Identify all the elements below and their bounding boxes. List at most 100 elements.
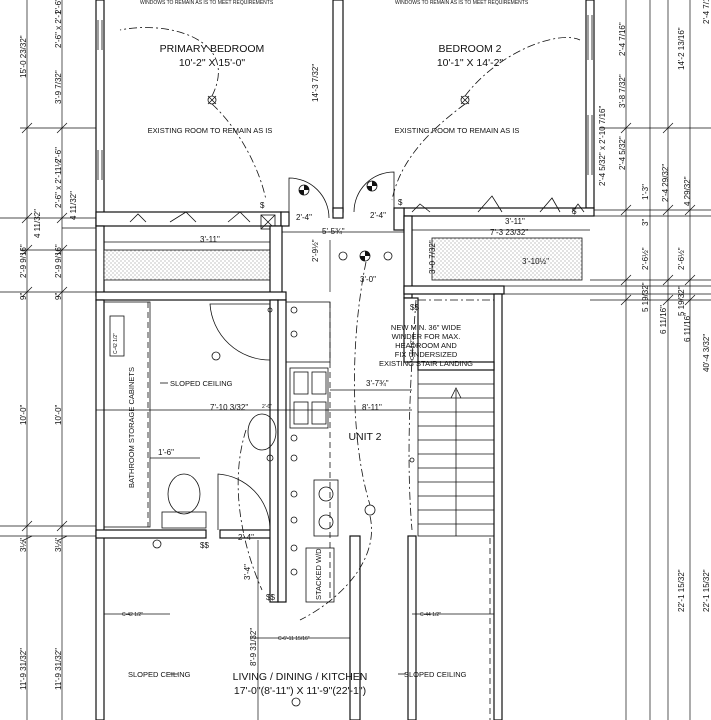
dim-right-12: 5 19/32" [641,282,650,312]
existing-room-note-1: EXISTING ROOM TO REMAIN AS IS [148,126,273,135]
existing-room-note-2: EXISTING ROOM TO REMAIN AS IS [395,126,520,135]
switch-symbol-3: $ [572,207,577,216]
dim-right-1: 2'-4 7/16" [618,22,627,56]
dim-3-7-3-4: 3'-7¾" [366,379,389,388]
dim-left-1: 2'-6" x 2'-1 [54,10,63,48]
ceiling-tag-living-right: C-44 1/2" [420,612,441,618]
stair-note-2: HEADROOM AND [395,341,457,350]
living-room-name: LIVING / DINING / KITCHEN [233,671,368,683]
dim-left-2: 15'-0 23/32" [19,35,28,78]
dim-left-9: 2'-9 9/16" [54,244,63,278]
dim-right-4: 2'-4 5/32" x 2'-10 7/16" [598,106,607,187]
bathroom-cabinets-label: BATHROOM STORAGE CABINETS [127,367,136,488]
dim-7-10: 7'-10 3/32" [210,403,248,412]
dim-right-17: 22'-1 15/32" [677,569,686,612]
primary-bedroom-size: 10'-2" X 15'-0" [179,57,246,69]
dim-left-11: 9" [54,293,63,300]
dim-right-16: 40'-4 3/32" [702,334,711,372]
right-dimension-strings: 2'-4 7/16 2'-4 7/16" 14'-2 13/16" 3'-8 7… [590,0,711,720]
stair-note-0: NEW MIN. 36" WIDE [391,323,461,332]
stair-note-1: WINDER FOR MAX. [392,332,461,341]
bath-outlet [266,454,274,462]
dim-left-14: 3½" [19,538,28,552]
dim-3-11-right: 3'-11" [505,217,525,226]
unit-walls [95,293,503,720]
bedroom-walls [95,0,595,231]
dim-left-16: 11'-9 31/32" [19,648,28,690]
unit-switch-leg-2 [299,515,372,621]
dim-left-4: 2'-6" [54,147,63,163]
dim-left-5: 2'-6" x 2'-11½" [54,157,63,208]
switch-kitchen: $$ [266,593,275,602]
kitchen-counter [285,301,339,603]
dim-left-17: 11'-9 31/32" [54,648,63,690]
dim-3-0: 3'-0" [360,275,376,284]
switch-stair: $$ [410,303,419,312]
dim-2-9-1-2: 2'-9½" [311,239,320,262]
dim-left-15: 3½" [54,538,63,552]
dim-3-4: 3'-4" [243,564,252,580]
dim-right-9: 3" [641,219,650,226]
dim-8-9: 8'-9 31/32" [249,628,258,666]
unit-light [364,504,376,516]
dim-right-10: 2'-6½" [641,247,650,270]
bedroom-wall-ticks-right [411,195,585,213]
unit-outlet [409,457,415,463]
sloped-ceiling-bath: SLOPED CEILING [170,379,233,388]
dim-2-6-small: 2'-6" [262,404,272,410]
dim-3-11-left: 3'-11" [200,235,220,244]
dim-right-0: 2'-4 7/16 [702,0,711,24]
primary-bedroom-name: PRIMARY BEDROOM [160,43,265,55]
dim-right-11: 2'-6½" [677,247,686,270]
switch-bath: $$ [200,541,209,550]
bathroom [103,301,277,530]
dim-right-8: 1'-3" [641,184,650,200]
living-room-size: 17'-0"(8'-11") X 11'-9"(22'-1") [234,685,366,697]
ceiling-tag-living-left: C-42 1/2" [122,612,143,618]
switch-symbol-2: $ [398,198,403,207]
dim-right-13: 5 19/32" [677,286,686,316]
sloped-ceiling-living-left: SLOPED CEILING [128,670,191,679]
dim-7-3: 7'-3 23/32" [490,228,528,237]
ceiling-tag-c6-11: C-6'-11 15/16" [278,636,310,642]
dim-right-2: 14'-2 13/16" [677,27,686,70]
left-dimension-strings: 2'-6" 2'-6" x 2'-1 15'-0 23/32" 3'-9 7/3… [0,0,100,720]
bedroom-2-size: 10'-1" X 14'-2" [437,57,504,69]
dim-right-3: 3'-8 7/32" [618,74,627,108]
switch-symbol-1: $ [260,201,265,210]
stair-note-3: FIX UNDERSIZED [395,350,458,359]
dim-5-5-3-4: 5'-5¾" [322,227,345,236]
bath-light [211,351,221,361]
dim-left-8: 2'-9 9/16" [19,244,28,278]
dim-right-14: 6 11/16" [659,305,668,334]
dim-right-6: 2'-4 29/32" [661,164,670,202]
dim-14-3: 14'-3 7/32" [311,64,320,102]
dim-right-5: 2'-4 5/32" [618,136,627,170]
unit-switch-leg-3 [408,299,417,531]
dim-right-7: 4 29/32" [683,176,692,206]
dim-left-6: 4 11/32" [33,209,42,238]
unit-switch-leg-4 [237,429,263,591]
dim-left-3: 3'-9 7/32" [54,70,63,104]
bedroom-wall-ticks-left [129,211,251,223]
dim-left-0: 2'-6" [54,0,63,14]
header-note-right: WINDOWS TO REMAIN AS IS TO MEET REQUIREM… [395,0,529,6]
switch-leg-4 [464,37,581,97]
stacked-wd-label: STACKED W/D [314,548,323,600]
dim-right-15: 6 11/16" [683,313,692,342]
hall-outlet [152,539,162,549]
dim-left-10: 9" [19,293,28,300]
dim-left-13: 10'-0" [54,404,63,425]
storage-band [95,215,711,301]
dim-2-4-c: 2'-4" [238,533,254,542]
sloped-ceiling-living-right: SLOPED CEILING [404,670,467,679]
bedroom-2-name: BEDROOM 2 [438,43,501,55]
switch-leg-3 [119,27,219,97]
header-note-left: WINDOWS TO REMAIN AS IS TO MEET REQUIREM… [140,0,274,6]
dim-8-11: 8'-11" [362,403,382,412]
dim-2-4-a: 2'-4" [296,213,312,222]
dim-left-7: 4 11/32" [69,191,78,220]
dim-3-0-v: 3'-0 7/32" [428,240,437,274]
stair-note-4: EXISTING STAIR LANDING [379,359,473,368]
